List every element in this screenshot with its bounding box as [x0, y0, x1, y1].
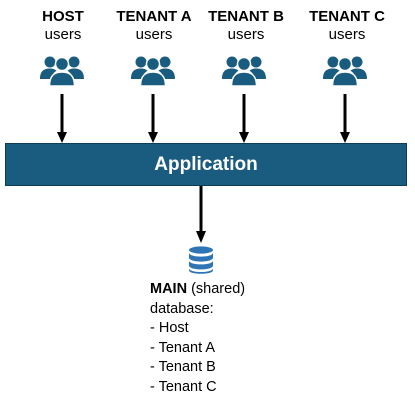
database-title: MAIN (shared) — [150, 280, 350, 300]
group-subtitle: users — [44, 26, 82, 43]
database-description: MAIN (shared) database: - Host - Tenant … — [150, 280, 350, 397]
database-name: MAIN — [150, 281, 188, 297]
user-group-host: HOST users — [13, 8, 113, 44]
group-name: TENANT A — [116, 8, 192, 25]
database-item-tenant-a: - Tenant A — [150, 339, 216, 356]
users-icon — [323, 56, 367, 86]
group-name: TENANT C — [309, 8, 385, 25]
database-icon — [189, 246, 213, 274]
group-name: TENANT B — [208, 8, 284, 25]
user-group-tenant-c: TENANT C users — [297, 8, 397, 44]
database-label: database: — [150, 300, 214, 317]
arrow-host-to-application — [57, 94, 67, 143]
user-group-tenant-b: TENANT B users — [196, 8, 296, 44]
user-group-tenant-a: TENANT A users — [104, 8, 204, 44]
application-label: Application — [154, 153, 258, 175]
application-box: Application — [5, 143, 407, 186]
arrow-tenant-b-to-application — [239, 94, 249, 143]
arrow-tenant-c-to-application — [340, 94, 350, 143]
arrow-tenant-a-to-application — [148, 94, 158, 143]
group-subtitle: users — [135, 26, 173, 43]
users-icon — [40, 56, 84, 86]
database-item-host: - Host — [150, 320, 189, 336]
users-icon — [222, 56, 266, 86]
group-subtitle: users — [227, 26, 265, 43]
arrow-application-to-database — [196, 186, 206, 243]
database-item-tenant-b: - Tenant B — [150, 359, 216, 375]
group-name: HOST — [42, 8, 84, 25]
group-subtitle: users — [328, 26, 366, 43]
database-item-tenant-c: - Tenant C — [150, 378, 217, 395]
database-qualifier: (shared) — [187, 281, 246, 297]
users-icon — [131, 56, 175, 86]
